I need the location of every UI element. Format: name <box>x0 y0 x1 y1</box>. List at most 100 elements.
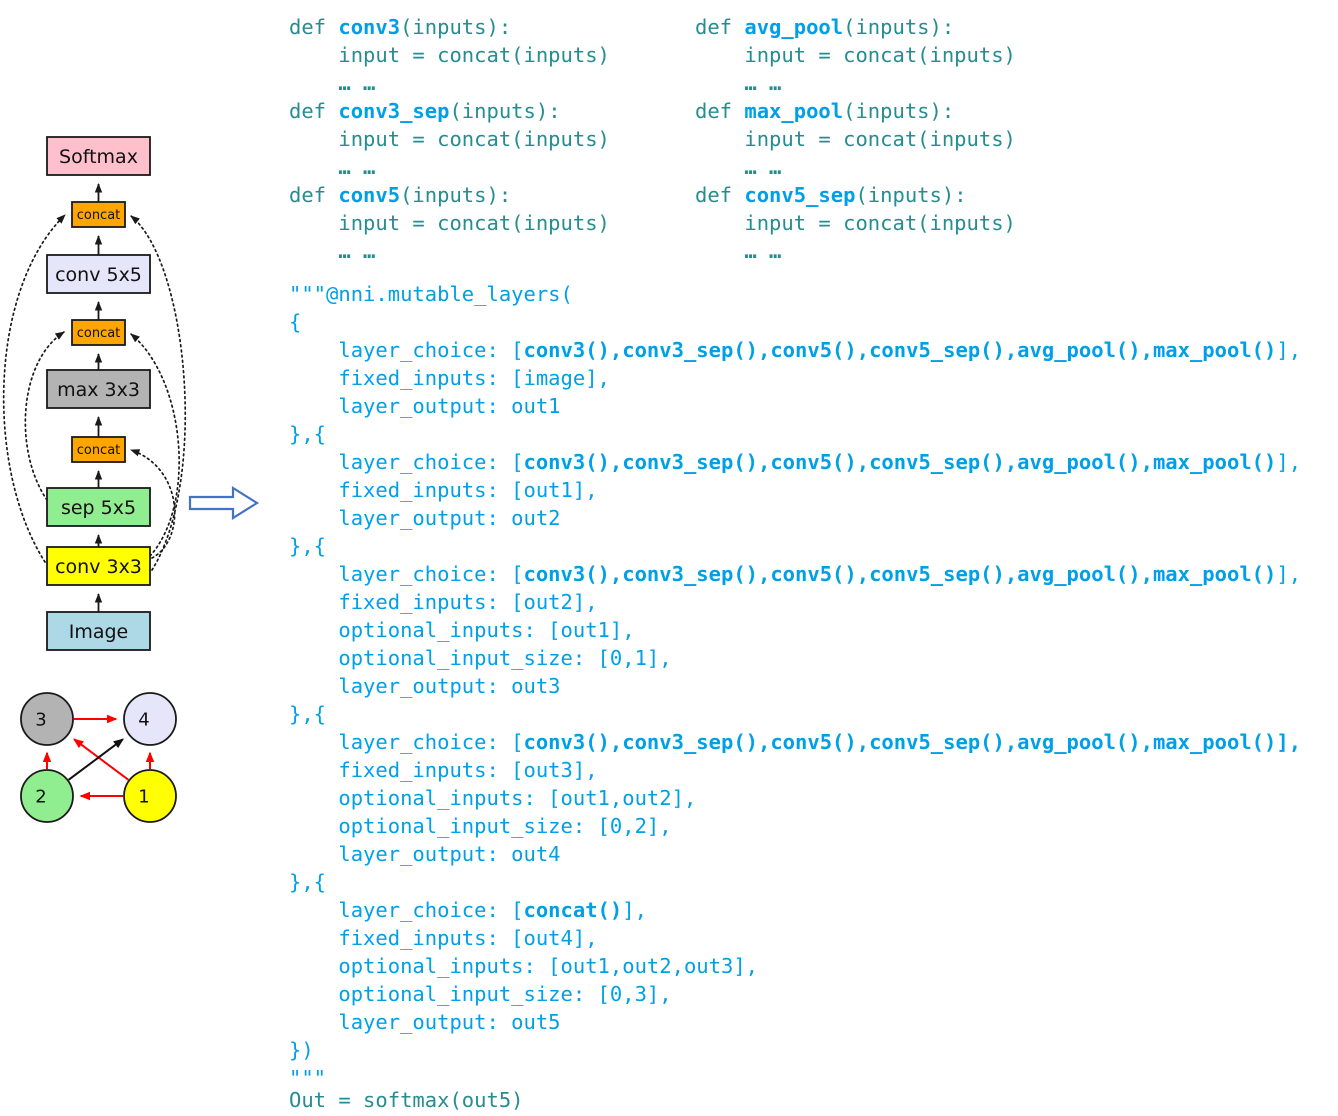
code-line: },{ <box>289 420 1301 448</box>
flow-box-label-softmax: Softmax <box>59 146 138 168</box>
code-token: layer_output: out1 <box>289 394 561 418</box>
code-token: (inputs): <box>400 183 512 207</box>
code-token: conv3(),conv3_sep(),conv5(),conv5_sep(),… <box>523 450 1277 474</box>
code-line: … … <box>289 69 610 97</box>
code-output-line: Out = softmax(out5) <box>289 1086 524 1114</box>
flow-box-concat-mid: concat <box>71 319 126 346</box>
flow-box-label-conv3x3: conv 3x3 <box>55 556 142 578</box>
code-token: (inputs): <box>449 99 561 123</box>
code-line: … … <box>289 237 610 265</box>
code-line: layer_output: out1 <box>289 392 1301 420</box>
flow-box-label-max3x3: max 3x3 <box>57 379 140 401</box>
code-token: layer_choice: [ <box>289 898 524 922</box>
code-token: optional_input_size: [0,2], <box>289 814 672 838</box>
flow-box-image: Image <box>46 611 151 651</box>
code-token: layer_output: out5 <box>289 1010 561 1034</box>
code-token: optional_inputs: [out1], <box>289 618 635 642</box>
code-token: ], <box>1276 450 1302 474</box>
flow-box-label-concat-mid: concat <box>77 326 121 341</box>
flow-box-rect-sep5x5 <box>46 487 151 527</box>
code-line: """@nni.mutable_layers( <box>289 280 1301 308</box>
code-token: },{ <box>289 870 327 894</box>
flow-box-label-sep5x5: sep 5x5 <box>61 497 136 519</box>
graph-node-circle-2 <box>20 769 74 823</box>
flow-box-label-conv5x5: conv 5x5 <box>55 264 142 286</box>
graph-node-2: 2 <box>20 769 74 823</box>
code-token: concat() <box>523 898 623 922</box>
transform-arrow-icon <box>188 486 260 520</box>
code-line: { <box>289 308 1301 336</box>
code-token: layer_output: out3 <box>289 674 561 698</box>
graph-node-label-3: 3 <box>35 710 46 731</box>
code-token: Out = softmax(out5) <box>289 1088 524 1112</box>
code-token: def <box>695 183 745 207</box>
flow-box-rect-max3x3 <box>46 369 151 409</box>
skip-connection-sep5x5-to-concat-top <box>130 215 187 571</box>
code-token: },{ <box>289 422 327 446</box>
code-token: fixed_inputs: [out3], <box>289 758 598 782</box>
code-token: (inputs): <box>855 183 967 207</box>
code-line: layer_output: out3 <box>289 672 1301 700</box>
code-line: def max_pool(inputs): <box>695 97 1016 125</box>
code-line: layer_choice: [conv3(),conv3_sep(),conv5… <box>289 728 1301 756</box>
flow-box-rect-conv5x5 <box>46 254 151 294</box>
code-line: input = concat(inputs) <box>289 125 610 153</box>
code-def-column-left: def conv3(inputs): input = concat(inputs… <box>289 13 610 265</box>
code-token: """ <box>289 1066 327 1090</box>
code-line: def avg_pool(inputs): <box>695 13 1016 41</box>
code-token: … … <box>289 155 376 179</box>
flow-box-concat-low: concat <box>71 436 126 463</box>
flow-box-conv3x3: conv 3x3 <box>46 546 151 586</box>
flow-box-label-image: Image <box>69 621 129 643</box>
graph-node-4: 4 <box>123 692 177 746</box>
code-token: layer_choice: [ <box>289 562 524 586</box>
graph-edge-2-to-4 <box>68 738 124 781</box>
code-token: avg_pool <box>744 15 844 39</box>
code-token: }) <box>289 1038 314 1062</box>
code-token: optional_input_size: [0,3], <box>289 982 672 1006</box>
code-token: conv3 <box>338 15 401 39</box>
code-line: optional_inputs: [out1,out2], <box>289 784 1301 812</box>
code-line: },{ <box>289 532 1301 560</box>
code-token: … … <box>695 239 782 263</box>
code-line: fixed_inputs: [out1], <box>289 476 1301 504</box>
graph-node-3: 3 <box>20 692 74 746</box>
code-token: input = concat(inputs) <box>289 211 610 235</box>
code-line: … … <box>289 153 610 181</box>
code-token: (inputs): <box>843 15 955 39</box>
flow-box-rect-image <box>46 611 151 651</box>
code-token: conv5_sep <box>744 183 856 207</box>
code-token: input = concat(inputs) <box>695 127 1016 151</box>
code-token: layer_choice: [ <box>289 338 524 362</box>
code-line: layer_choice: [conv3(),conv3_sep(),conv5… <box>289 336 1301 364</box>
code-line: input = concat(inputs) <box>289 209 610 237</box>
code-token: ], <box>622 898 647 922</box>
code-token: … … <box>695 155 782 179</box>
code-token: optional_inputs: [out1,out2], <box>289 786 697 810</box>
code-token: def <box>695 99 745 123</box>
code-line: fixed_inputs: [out4], <box>289 924 1301 952</box>
graph-node-circle-3 <box>20 692 74 746</box>
code-token: … … <box>695 71 782 95</box>
code-line: Out = softmax(out5) <box>289 1086 524 1114</box>
code-line: layer_output: out4 <box>289 840 1301 868</box>
code-line: def conv3(inputs): <box>289 13 610 41</box>
code-token: ], <box>1276 562 1302 586</box>
code-line: … … <box>695 153 1016 181</box>
code-token: def <box>289 99 339 123</box>
code-token: fixed_inputs: [out4], <box>289 926 598 950</box>
code-line: def conv3_sep(inputs): <box>289 97 610 125</box>
code-token: def <box>695 15 745 39</box>
code-token: input = concat(inputs) <box>289 127 610 151</box>
code-line: input = concat(inputs) <box>695 125 1016 153</box>
code-token: … … <box>289 71 376 95</box>
code-line: … … <box>695 69 1016 97</box>
skip-connection-conv3x3-to-concat-mid <box>130 333 180 557</box>
graph-node-circle-4 <box>123 692 177 746</box>
skip-connection-conv3x3-to-concat-top <box>2 214 66 563</box>
code-token: fixed_inputs: [image], <box>289 366 610 390</box>
code-token: fixed_inputs: [out1], <box>289 478 598 502</box>
code-line: """ <box>289 1064 1301 1092</box>
